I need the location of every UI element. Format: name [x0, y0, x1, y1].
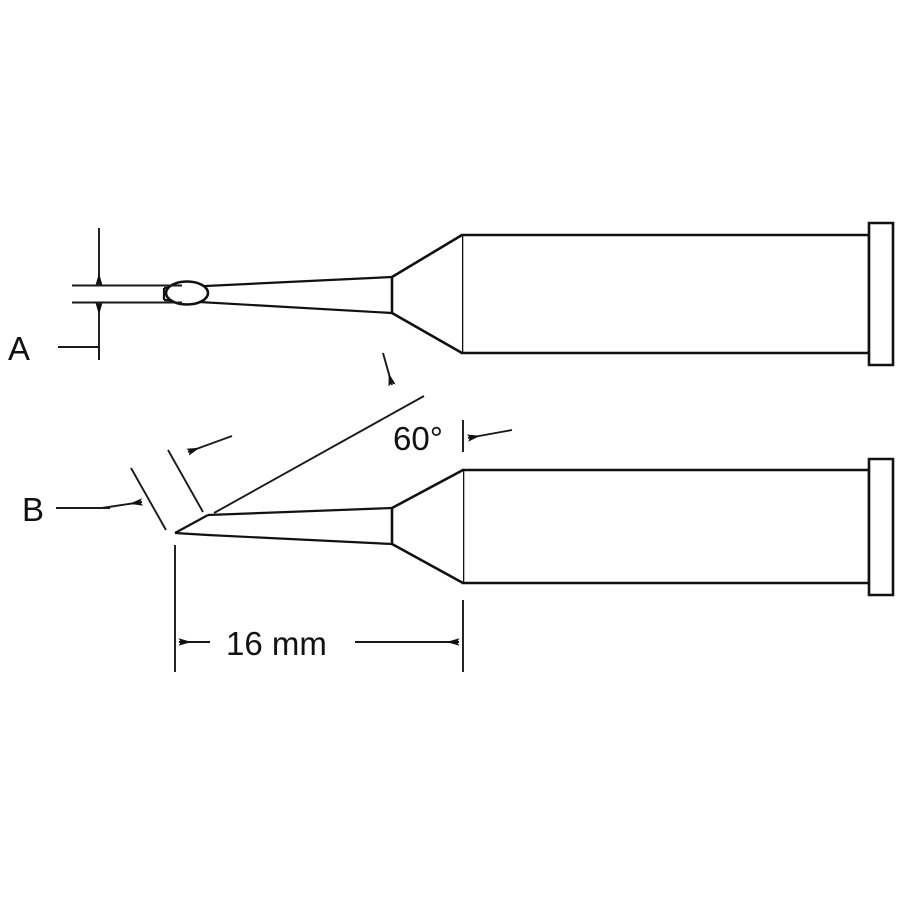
dimension-length-group: 16 mm [174, 545, 464, 672]
dimension-length-label: 16 mm [226, 625, 327, 662]
dimension-b-arrow-left [101, 498, 144, 509]
angle-arrow-lower [466, 429, 513, 442]
dimension-angle-group: 60° [213, 352, 513, 514]
dimension-b-extension-right [167, 449, 204, 513]
angle-reference-line [213, 395, 425, 514]
side-view-bevel-face [174, 514, 209, 534]
dimension-b-group: B [22, 435, 233, 531]
dimension-b-label: B [22, 491, 44, 528]
top-view-rear-flange [867, 221, 895, 367]
side-view-point-underside [174, 531, 209, 537]
dimension-a-label: A [8, 330, 30, 367]
top-view-contact-ellipse [164, 280, 210, 306]
side-view-shank-upper-edge [207, 506, 393, 517]
dimension-angle-label: 60° [393, 420, 443, 457]
angle-arrow-upper [382, 352, 396, 387]
top-view-body [460, 233, 871, 355]
side-view-shank-lower-edge [207, 533, 393, 546]
side-view-taper [390, 468, 464, 585]
top-view-group [162, 221, 895, 367]
dimension-a-leader [58, 346, 100, 360]
dimension-a-group: A [8, 228, 182, 367]
side-view-body [461, 468, 871, 585]
dimension-b-arrow-right [186, 435, 233, 456]
dimension-b-extension-left [130, 467, 167, 531]
top-view-taper [390, 233, 463, 355]
side-view-rear-flange [867, 457, 895, 597]
side-view-group [174, 457, 895, 597]
